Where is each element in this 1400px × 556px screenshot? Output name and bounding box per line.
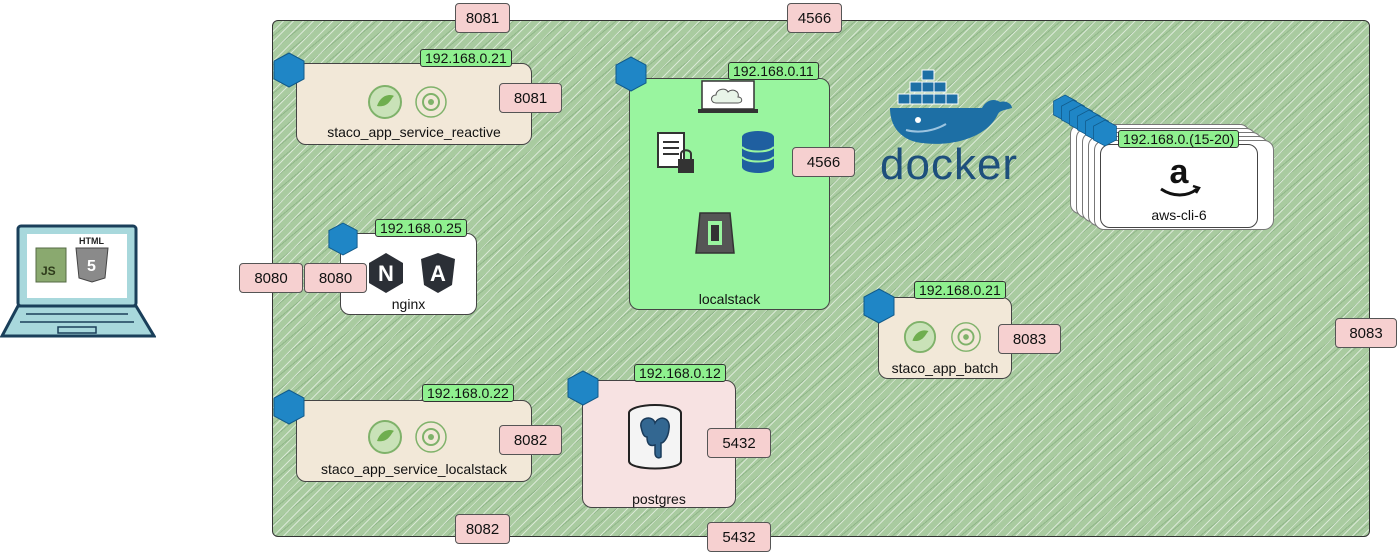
network-port-top-4566: 4566 <box>787 3 842 33</box>
service-reactive: staco_app_service_reactive <box>296 63 532 145</box>
cloud-icon <box>698 80 758 113</box>
kms-icon <box>657 132 694 173</box>
service-awscli-name: aws-cli-6 <box>1151 207 1207 223</box>
service-localstack-port: 4566 <box>792 147 855 177</box>
hexagon-icon <box>615 56 647 92</box>
network-port-bottom-8082: 8082 <box>455 514 510 544</box>
network-port-left-8080: 8080 <box>239 263 303 293</box>
service-localstack-app: staco_app_service_localstack <box>296 400 532 482</box>
hexagon-icon <box>863 288 895 324</box>
network-port-top-8081: 8081 <box>455 3 510 33</box>
service-batch: staco_app_batch <box>878 297 1012 379</box>
spring-icon <box>903 320 937 354</box>
html5-shield-label: 5 <box>87 258 96 275</box>
hexagon-icon <box>273 52 305 88</box>
network-port-right-8083: 8083 <box>1335 318 1397 348</box>
svg-text:a: a <box>1170 153 1190 191</box>
ms-icon <box>415 421 447 453</box>
svg-text:N: N <box>378 261 394 286</box>
docker-whale-icon <box>890 69 1012 144</box>
service-awscli-ip: 192.168.0.(15-20) <box>1118 130 1240 148</box>
amazon-icon: a <box>1160 153 1201 197</box>
postgres-icon <box>628 404 682 470</box>
hexagon-icon <box>328 222 358 256</box>
hexagon-icon <box>567 370 599 406</box>
service-awscli: a aws-cli-6 <box>1100 144 1258 228</box>
s3-icon <box>695 212 735 254</box>
client-laptop: JS HTML 5 <box>0 224 157 342</box>
service-reactive-port: 8081 <box>499 83 562 113</box>
service-localstack-name: localstack <box>698 291 761 307</box>
service-reactive-ip: 192.168.0.21 <box>420 49 512 67</box>
service-nginx-name: nginx <box>391 296 426 312</box>
service-nginx-port: 8080 <box>304 263 367 293</box>
aws-cli-stack: a aws-cli-6 192.168.0.(15-20) <box>1050 92 1290 242</box>
service-nginx-ip: 192.168.0.25 <box>375 219 467 237</box>
html-label: HTML <box>79 236 104 246</box>
service-batch-ip: 192.168.0.21 <box>914 281 1006 299</box>
spring-icon <box>368 85 402 119</box>
service-localstack: localstack <box>629 78 830 310</box>
service-postgres-name: postgres <box>632 491 686 507</box>
spring-icon <box>368 420 402 454</box>
laptop-icon <box>0 224 157 338</box>
angular-icon: A <box>421 253 455 293</box>
dynamodb-icon <box>741 131 775 173</box>
nginx-icon: N <box>369 253 403 293</box>
service-localstack-ip: 192.168.0.11 <box>728 62 819 80</box>
docker-wordmark: docker <box>880 140 1019 189</box>
ms-icon <box>951 322 981 352</box>
service-reactive-name: staco_app_service_reactive <box>327 124 501 140</box>
service-localstack-app-port: 8082 <box>499 425 562 455</box>
hexagon-icon <box>273 389 305 425</box>
network-port-bottom-5432: 5432 <box>707 522 771 552</box>
hexagon-icon <box>1093 119 1117 147</box>
service-postgres-port: 5432 <box>707 428 771 458</box>
service-postgres-ip: 192.168.0.12 <box>634 364 726 382</box>
service-localstack-app-ip: 192.168.0.22 <box>422 384 514 402</box>
js-label: JS <box>41 264 56 278</box>
service-batch-name: staco_app_batch <box>891 360 999 376</box>
service-localstack-app-name: staco_app_service_localstack <box>321 461 507 477</box>
svg-text:A: A <box>430 261 446 286</box>
ms-icon <box>415 86 447 118</box>
service-batch-port: 8083 <box>998 324 1061 354</box>
